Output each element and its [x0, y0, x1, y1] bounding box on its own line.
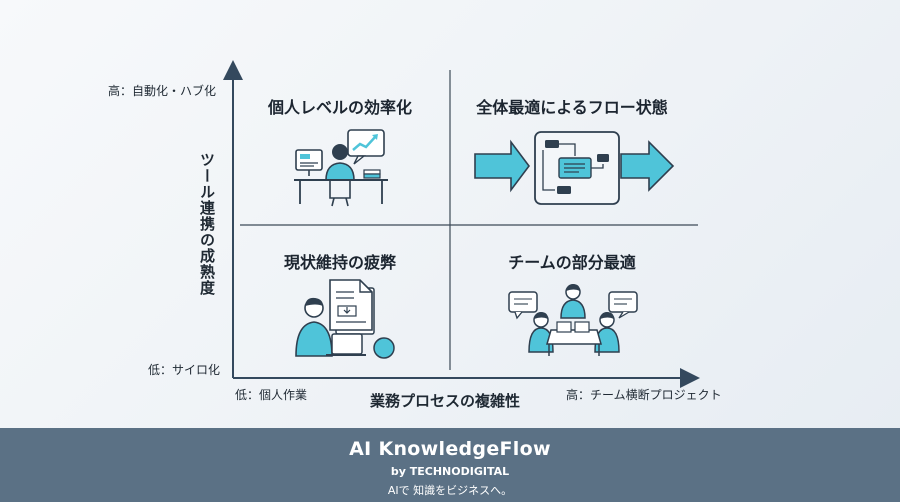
x-axis-title: 業務プロセスの複雑性: [370, 392, 521, 410]
quadrant-bottom-left-title: 現状維持の疲弊: [283, 253, 396, 272]
x-axis-left-label: 低：個人作業: [235, 388, 308, 402]
y-axis-top-label: 高：自動化・ハブ化: [108, 84, 217, 98]
y-axis-bottom-label: 低：サイロ化: [148, 363, 221, 377]
brand-tagline: AIで 知識をビジネスへ。: [387, 484, 513, 497]
brand-subtitle: by TECHNODIGITAL: [390, 465, 510, 478]
brand-title: AI KnowledgeFlow: [349, 438, 551, 460]
x-axis-right-label: 高：チーム横断プロジェクト: [566, 388, 722, 402]
matrix-axes: [223, 60, 700, 388]
quadrant-top-left-title: 個人レベルの効率化: [267, 98, 412, 117]
quadrant-bottom-right-title: チームの部分最適: [508, 253, 636, 272]
team-meeting-icon: [508, 284, 638, 356]
quadrant-top-right-title: 全体最適によるフロー状態: [476, 98, 668, 117]
flow-pipeline-icon: [474, 131, 675, 205]
y-axis-title: ツール連携の成熟度: [198, 152, 216, 296]
person-at-desk-chart-icon: [294, 129, 388, 207]
person-with-documents-icon: [295, 279, 395, 359]
footer-banner: AI KnowledgeFlow by TECHNODIGITAL AIで 知識…: [0, 428, 900, 502]
